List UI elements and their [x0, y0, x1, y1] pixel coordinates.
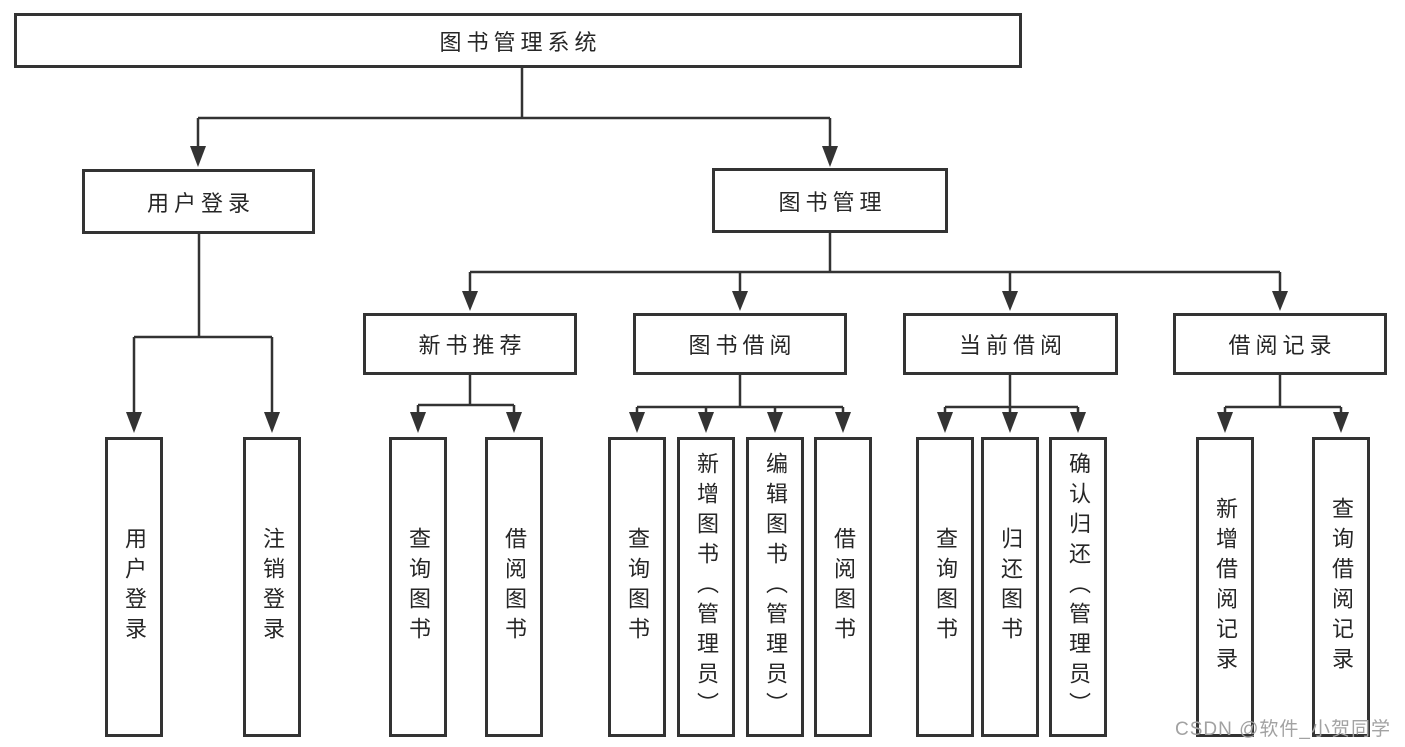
login-leaves-connector: [126, 234, 280, 433]
arrowhead-icon: [822, 146, 838, 167]
borrowing-leaves-connector: [629, 375, 851, 433]
arrowhead-icon: [1272, 291, 1288, 311]
connector-line: [416, 375, 516, 412]
arrowhead-icon: [264, 412, 280, 433]
node-book-borrowing: 图书借阅: [633, 313, 847, 375]
arrowhead-icon: [698, 412, 714, 433]
connector-line: [132, 234, 274, 412]
node-book-management: 图书管理: [712, 168, 948, 233]
arrowhead-icon: [767, 412, 783, 433]
leaf-borrowing-borrow-books: 借阅图书: [814, 437, 872, 737]
leaf-borrowing-query-books: 查询图书: [608, 437, 666, 737]
leaf-logout: 注销登录: [243, 437, 301, 737]
arrowhead-icon: [1002, 291, 1018, 311]
leaf-records-add-record: 新增借阅记录: [1196, 437, 1254, 737]
connector-line: [635, 375, 845, 412]
arrowhead-icon: [732, 291, 748, 311]
management-to-level3-connector: [462, 233, 1288, 311]
node-current-borrowing: 当前借阅: [903, 313, 1118, 375]
node-new-book-recommend: 新书推荐: [363, 313, 577, 375]
arrowhead-icon: [1002, 412, 1018, 433]
arrowhead-icon: [506, 412, 522, 433]
arrowhead-icon: [1217, 412, 1233, 433]
records-leaves-connector: [1217, 375, 1349, 433]
connector-line: [943, 375, 1080, 412]
connector-line: [468, 233, 1282, 291]
leaf-current-confirm-return-admin: 确认归还（管理员）: [1049, 437, 1107, 737]
arrowhead-icon: [462, 291, 478, 311]
leaf-current-query-books: 查询图书: [916, 437, 974, 737]
node-user-login: 用户登录: [82, 169, 315, 234]
csdn-watermark: CSDN @软件_小贺同学: [1175, 719, 1391, 740]
connector-line: [1223, 375, 1343, 412]
leaf-newbook-borrow-books: 借阅图书: [485, 437, 543, 737]
leaf-records-query-record: 查询借阅记录: [1312, 437, 1370, 737]
arrowhead-icon: [629, 412, 645, 433]
arrowhead-icon: [835, 412, 851, 433]
leaf-user-login: 用户登录: [105, 437, 163, 737]
node-root: 图书管理系统: [14, 13, 1022, 68]
arrowhead-icon: [126, 412, 142, 433]
arrowhead-icon: [1333, 412, 1349, 433]
leaf-borrowing-add-books-admin: 新增图书（管理员）: [677, 437, 735, 737]
arrowhead-icon: [937, 412, 953, 433]
leaf-newbook-query-books: 查询图书: [389, 437, 447, 737]
arrowhead-icon: [410, 412, 426, 433]
current-leaves-connector: [937, 375, 1086, 433]
arrowhead-icon: [190, 146, 206, 167]
leaf-borrowing-edit-books-admin: 编辑图书（管理员）: [746, 437, 804, 737]
root-to-level2-connector: [190, 68, 838, 167]
node-borrowing-records: 借阅记录: [1173, 313, 1387, 375]
newbook-leaves-connector: [410, 375, 522, 433]
connector-line: [196, 68, 832, 146]
leaf-current-return-books: 归还图书: [981, 437, 1039, 737]
arrowhead-icon: [1070, 412, 1086, 433]
